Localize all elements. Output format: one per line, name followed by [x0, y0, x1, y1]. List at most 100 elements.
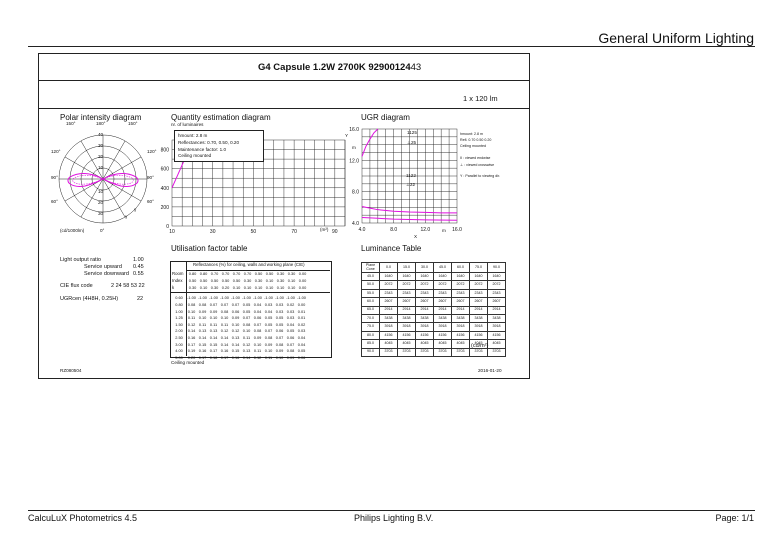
luminance-cell: 3918 — [379, 322, 398, 332]
footer-software: CalcuLuX Photometrics 4.5 — [28, 513, 138, 523]
uf-cell: 0.06 — [253, 315, 262, 321]
quantity-y-tick: 600 — [161, 167, 170, 173]
uf-cell: 0.05 — [264, 315, 273, 321]
uf-cell: 0.10 — [231, 321, 240, 327]
uf-cell: 0.04 — [297, 341, 306, 347]
config-rule — [38, 108, 529, 109]
uf-cell: 0.13 — [209, 328, 218, 334]
luminance-cell: 3918 — [397, 322, 416, 332]
luminance-cell: 4045 — [379, 339, 398, 349]
quantity-ylabel: nr. of luminaires — [171, 122, 204, 127]
ugr-y-tick: 4.0 — [352, 221, 359, 227]
ugr-series-line — [361, 128, 379, 157]
uf-cell: 0.11 — [187, 315, 196, 321]
uf-cell: 0.08 — [253, 328, 262, 334]
uf-cell: 0.04 — [264, 308, 273, 314]
uf-cell: 0.14 — [242, 354, 251, 360]
uf-refl-cell: 0.10 — [265, 277, 274, 283]
prop-ugr-value: 22 — [137, 296, 144, 302]
uf-cell: 0.14 — [220, 334, 229, 340]
luminance-cell: 4045 — [433, 339, 452, 349]
uf-cell: 0.12 — [253, 354, 262, 360]
luminance-cell: 2072 — [469, 280, 488, 290]
uf-cell: 0.02 — [286, 301, 295, 307]
luminance-col-header: 15.0 — [397, 262, 416, 273]
uf-refl-cell: 0.30 — [243, 277, 252, 283]
uf-cell: -1.00 — [209, 295, 218, 301]
polar-angle-bottom: 0° — [100, 228, 105, 233]
uf-refl-cell: 0.50 — [221, 277, 230, 283]
uf-cell: 0.10 — [187, 308, 196, 314]
luminance-title: Luminance Table — [361, 244, 422, 253]
uf-cell: 0.05 — [275, 315, 284, 321]
uf-cell: 0.15 — [231, 348, 240, 354]
uf-room-index: 3.00 — [175, 341, 183, 347]
luminaire-config: 1 x 120 lm — [463, 94, 498, 103]
luminance-cell: 3703 — [415, 347, 434, 357]
ugr-legend-endwise: II : viewed endwise — [460, 156, 491, 160]
uf-cell: 0.12 — [242, 341, 251, 347]
uf-refl-cell: 0.10 — [243, 284, 252, 290]
uf-refl-cell: 0.50 — [210, 277, 219, 283]
uf-room-index: 4.00 — [175, 348, 183, 354]
quantity-title: Quantity estimation diagram — [171, 113, 271, 122]
luminance-cell: 2914 — [451, 305, 470, 315]
datasheet-frame — [38, 53, 530, 379]
prop-ugr-label: UGRcen (4H8H, 0.25H) — [60, 296, 119, 302]
uf-cell: 0.14 — [220, 341, 229, 347]
quantity-x-tick: 70 — [291, 229, 297, 235]
uf-cell: 0.12 — [231, 328, 240, 334]
uf-cell: 0.10 — [209, 315, 218, 321]
uf-refl-cell: 0.80 — [188, 271, 197, 277]
uf-refl-cell: 0.70 — [210, 271, 219, 277]
luminance-unit: (cd/m²) — [471, 343, 489, 349]
luminance-cell: 4156 — [469, 330, 488, 341]
uf-room-index: 0.80 — [175, 301, 183, 307]
quantity-x-tick: 90 — [332, 229, 338, 235]
uf-cell: 0.10 — [275, 354, 284, 360]
uf-cell: -1.00 — [286, 295, 295, 301]
ugr-info-mounting: Ceiling mounted — [460, 144, 486, 148]
quantity-xunit: (m²) — [320, 227, 329, 232]
polar-diagram — [58, 134, 148, 224]
uf-cell: 0.20 — [187, 354, 196, 360]
product-title-tail: 43 — [410, 62, 422, 73]
uf-refl-cell: 0.30 — [254, 277, 263, 283]
polar-angle-top-left: 150° — [66, 121, 76, 126]
uf-cell: 0.03 — [275, 308, 284, 314]
uf-cell: 0.08 — [220, 308, 229, 314]
luminance-cell: 2072 — [451, 280, 470, 290]
uf-cell: 0.08 — [275, 341, 284, 347]
uf-cell: -1.00 — [220, 295, 229, 301]
uf-cell: 0.09 — [198, 308, 207, 314]
luminance-cell: 3918 — [451, 322, 470, 332]
ugr-label-25: ⊥25 — [407, 140, 417, 145]
uf-cell: 0.07 — [275, 334, 284, 340]
luminance-cell: 3438 — [433, 313, 452, 324]
prop-lor-value: 1.00 — [133, 257, 144, 263]
luminance-cell: 3918 — [469, 322, 488, 332]
uf-cell: 0.10 — [220, 315, 229, 321]
uf-room-index: 1.25 — [175, 315, 183, 321]
ugr-x-tick: 12.0 — [420, 227, 430, 233]
polar-radial-30-lower: 30 — [98, 211, 104, 216]
uf-room-index: 2.50 — [175, 334, 183, 340]
luminance-cone: 80.0 — [361, 330, 380, 341]
uf-cell: 0.03 — [286, 315, 295, 321]
polar-radial-40: 40 — [98, 132, 104, 137]
uf-cell: 0.05 — [286, 328, 295, 334]
uf-cell: -1.00 — [187, 295, 196, 301]
luminance-cell: 3703 — [451, 347, 470, 357]
uf-cell: 0.04 — [253, 308, 262, 314]
uf-cell: 0.10 — [242, 328, 251, 334]
uf-cell: 0.05 — [264, 321, 273, 327]
luminance-cell: 3438 — [397, 313, 416, 324]
uf-cell: 0.03 — [264, 301, 273, 307]
uf-cell: -1.00 — [297, 295, 306, 301]
